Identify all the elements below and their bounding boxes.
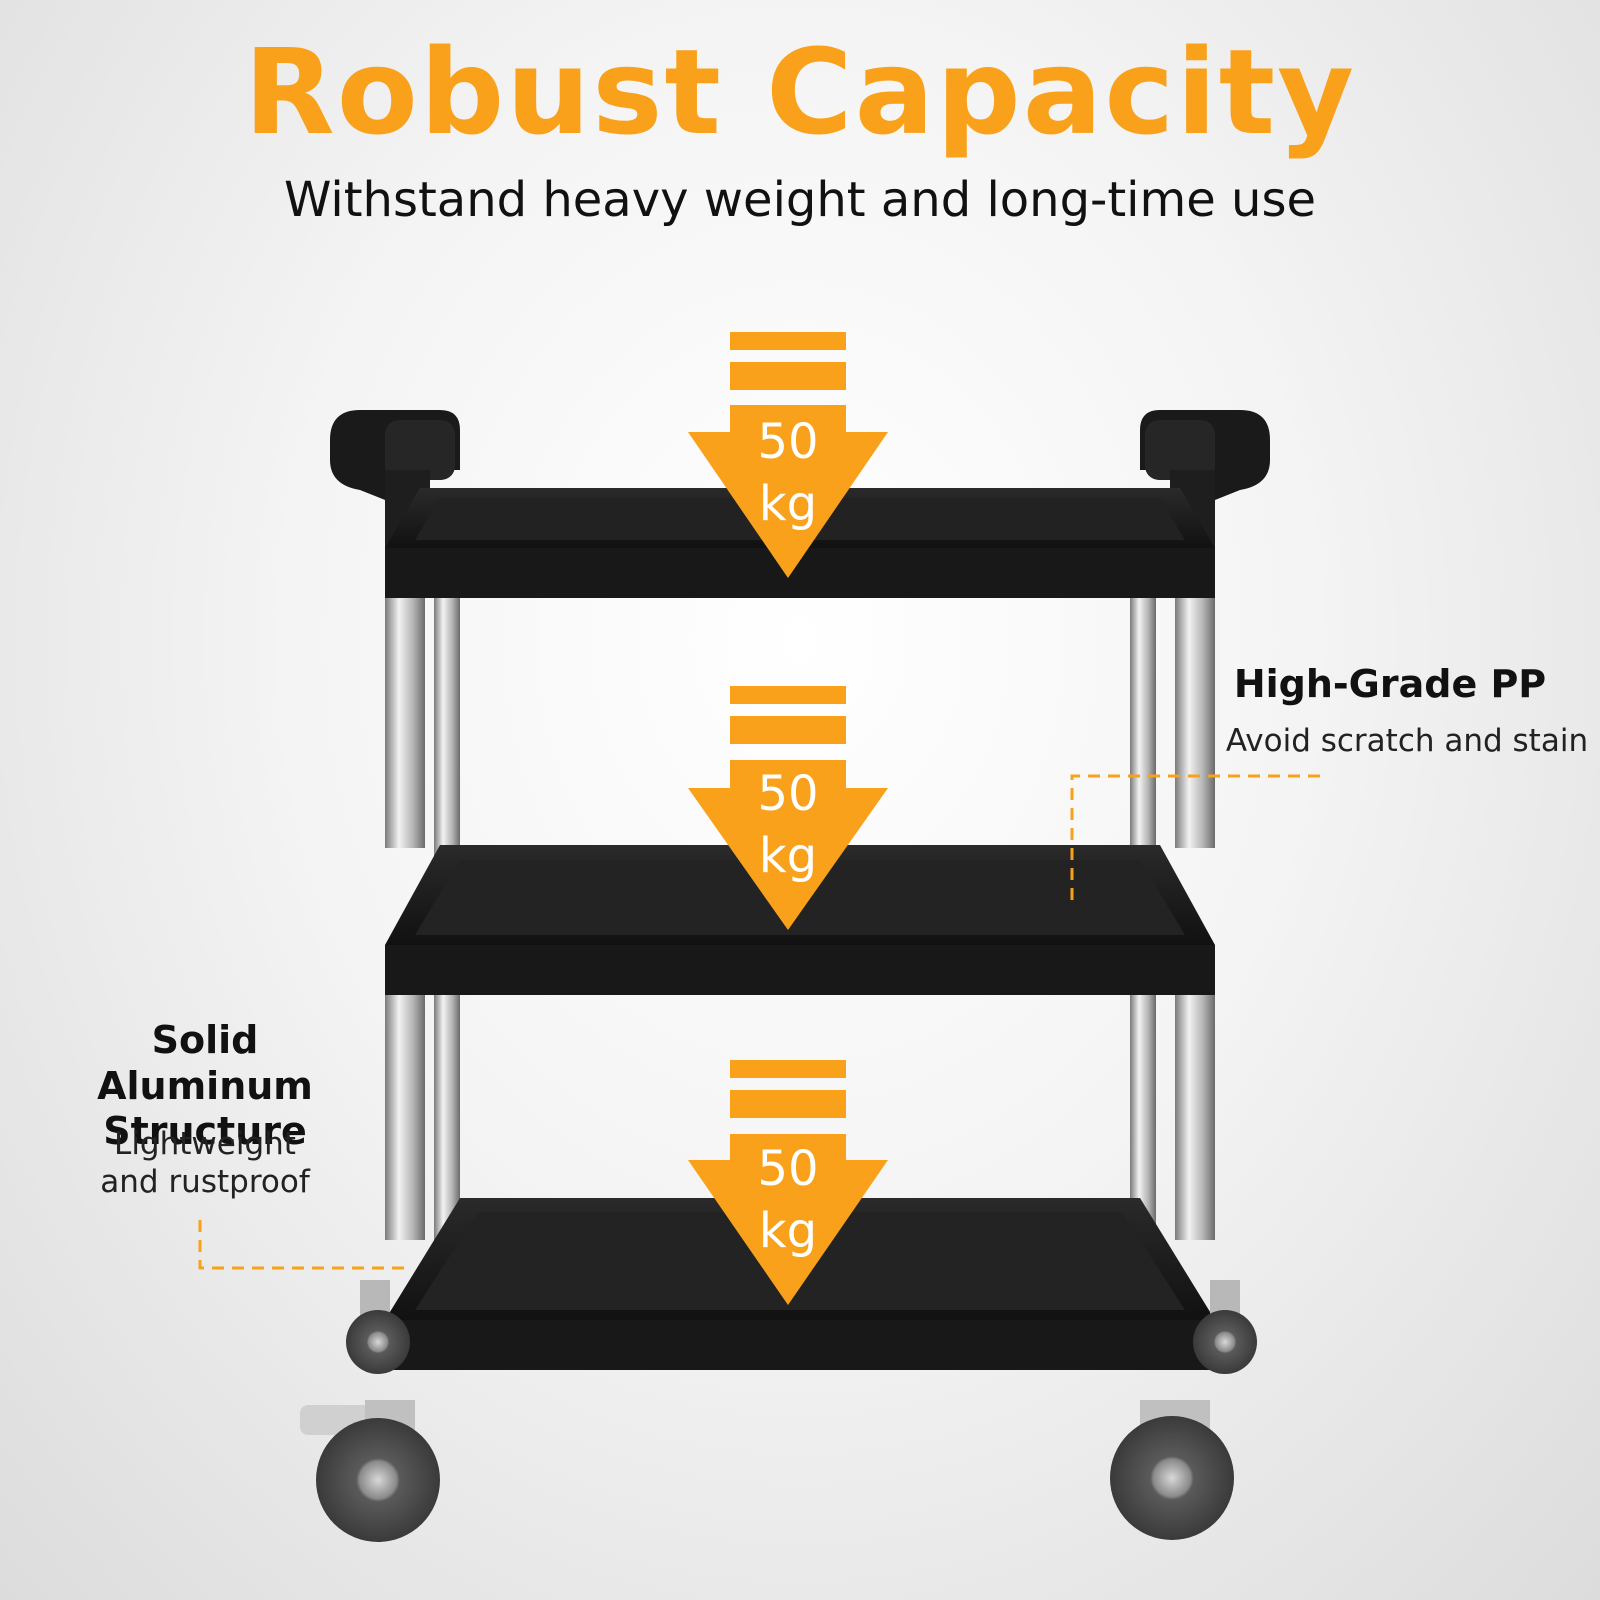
weight-bar-icon <box>730 1060 846 1078</box>
caster-wheel-icon <box>300 1400 440 1542</box>
load-unit: kg <box>759 1203 817 1259</box>
weight-bar-icon <box>730 332 846 350</box>
weight-bar-icon <box>730 686 846 704</box>
load-value: 50 <box>757 414 818 470</box>
weight-bar-icon <box>730 716 846 744</box>
down-arrow-icon <box>688 760 888 930</box>
load-marker-bottom: 50 kg <box>688 1060 888 1305</box>
front-left-pole-lower <box>385 995 425 1240</box>
material-callout-title: High-Grade PP <box>1233 662 1547 706</box>
front-right-pole-lower <box>1175 995 1215 1240</box>
weight-bar-icon <box>730 1090 846 1118</box>
load-value: 50 <box>757 766 818 822</box>
caster-wheel-icon <box>346 1280 410 1374</box>
frame-callout-title: Solid Aluminum Structure <box>97 1018 313 1154</box>
load-marker-middle: 50 kg <box>688 686 888 930</box>
material-callout-description: Avoid scratch and stain <box>1225 723 1589 759</box>
frame-callout-description-line1: Lightweight <box>114 1126 296 1162</box>
caster-wheel-icon <box>1110 1400 1234 1540</box>
load-marker-top: 50 kg <box>688 332 888 578</box>
frame-callout-description-line2: and rustproof <box>100 1164 310 1200</box>
caster-wheel-icon <box>1193 1280 1257 1374</box>
subheadline: Withstand heavy weight and long-time use <box>283 172 1317 228</box>
down-arrow-icon <box>688 405 888 578</box>
frame-callout-leader <box>198 1220 412 1270</box>
load-unit: kg <box>759 828 817 884</box>
front-right-pole-upper <box>1175 598 1215 848</box>
weight-bar-icon <box>730 362 846 390</box>
front-left-pole-upper <box>385 598 425 848</box>
load-value: 50 <box>757 1141 818 1197</box>
load-unit: kg <box>759 476 817 532</box>
material-callout-leader <box>1070 774 1320 900</box>
headline: Robust Capacity <box>243 23 1357 161</box>
down-arrow-icon <box>688 1134 888 1305</box>
